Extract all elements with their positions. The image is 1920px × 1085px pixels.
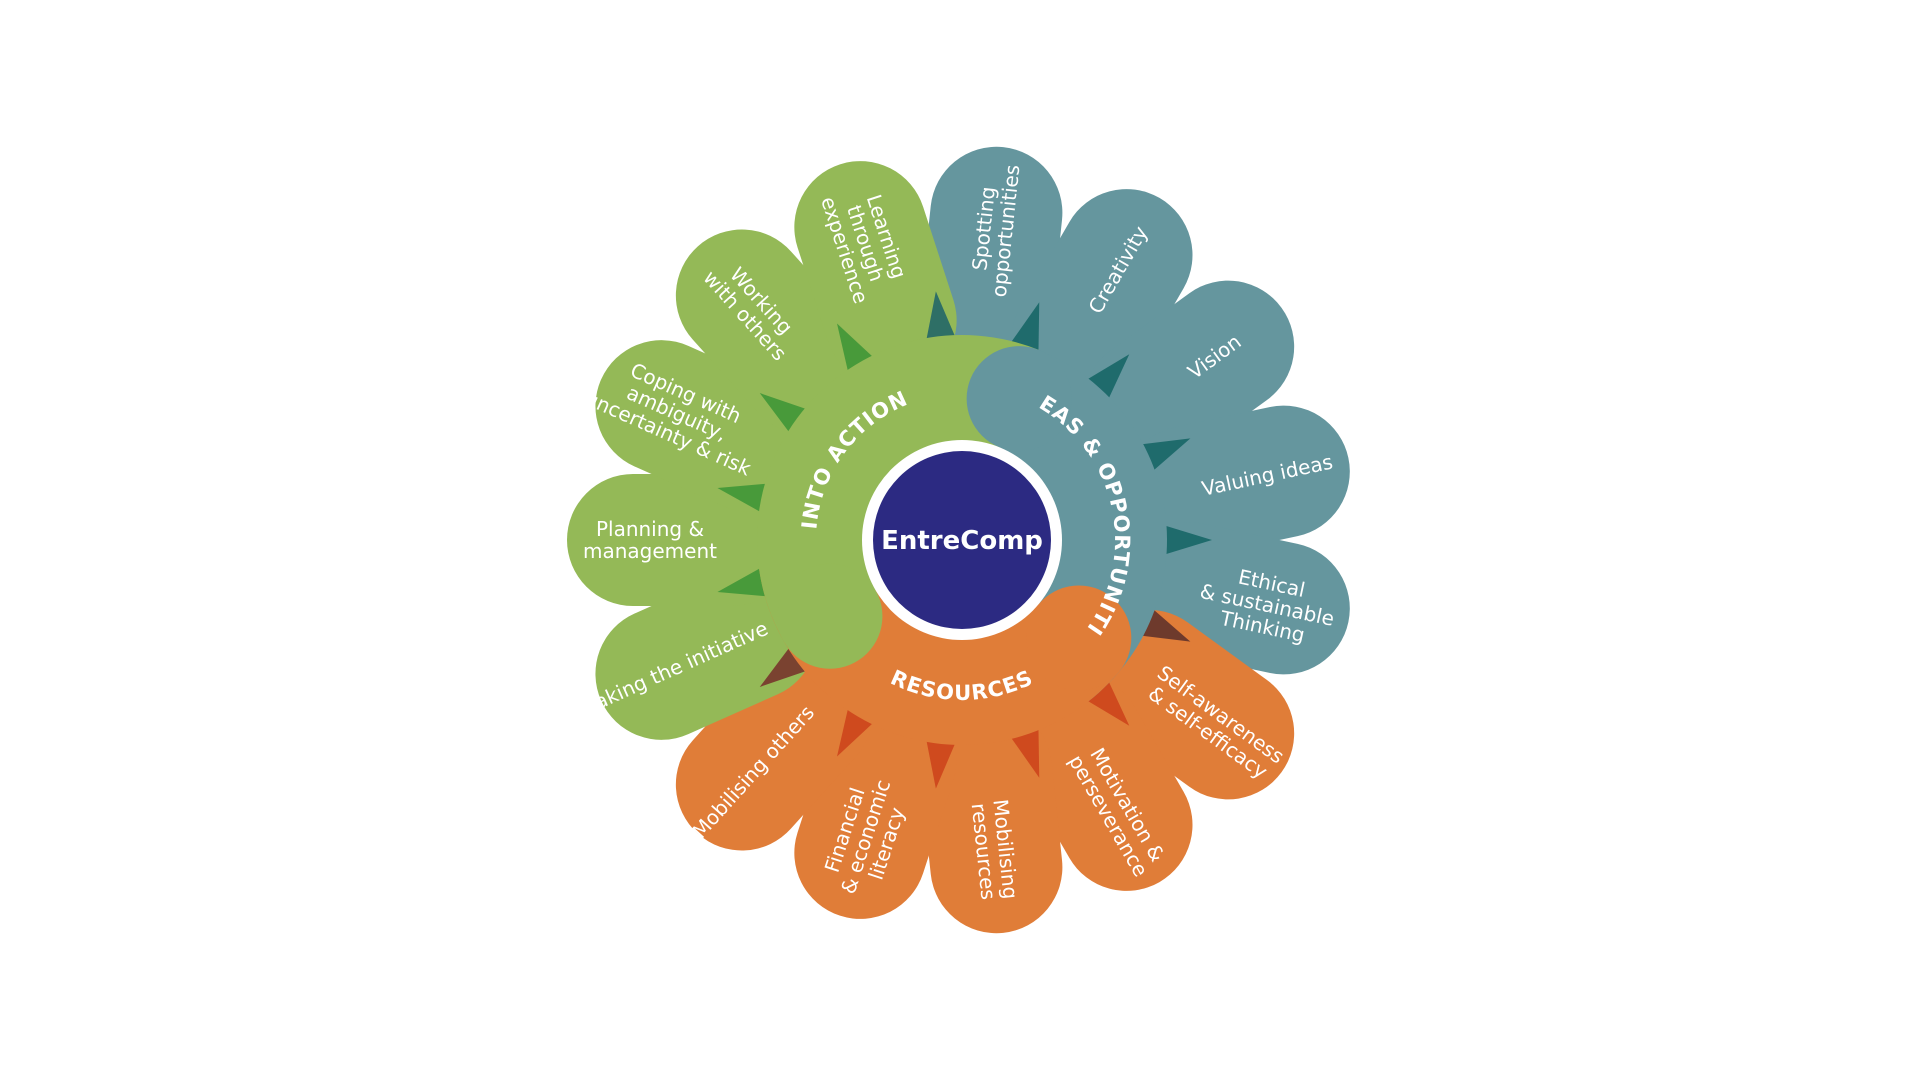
center-disc — [873, 451, 1051, 629]
competence-label-action-2: Planning &management — [583, 517, 717, 563]
ring-cap-action — [777, 563, 883, 669]
petal-resources-1 — [1082, 609, 1295, 800]
petal-ideas-2 — [1011, 189, 1193, 406]
petal-resources-5 — [675, 645, 874, 851]
ring-cap-resources — [1026, 585, 1132, 691]
petal-action-1 — [595, 567, 817, 740]
center-label: EntreComp — [881, 526, 1043, 556]
petal-ideas-3 — [1082, 280, 1295, 471]
petals-group — [567, 146, 1350, 934]
ring-cap-ideas — [966, 346, 1072, 452]
competence-label-line: Planning & — [596, 517, 704, 541]
competence-label-line: management — [583, 539, 717, 563]
area-ring — [757, 335, 1167, 746]
petal-action-4 — [675, 229, 874, 435]
petal-resources-2 — [1011, 674, 1193, 891]
petal-action-5 — [794, 161, 957, 387]
competence-label-resources-4: Financial& economicliteracy — [815, 770, 916, 904]
